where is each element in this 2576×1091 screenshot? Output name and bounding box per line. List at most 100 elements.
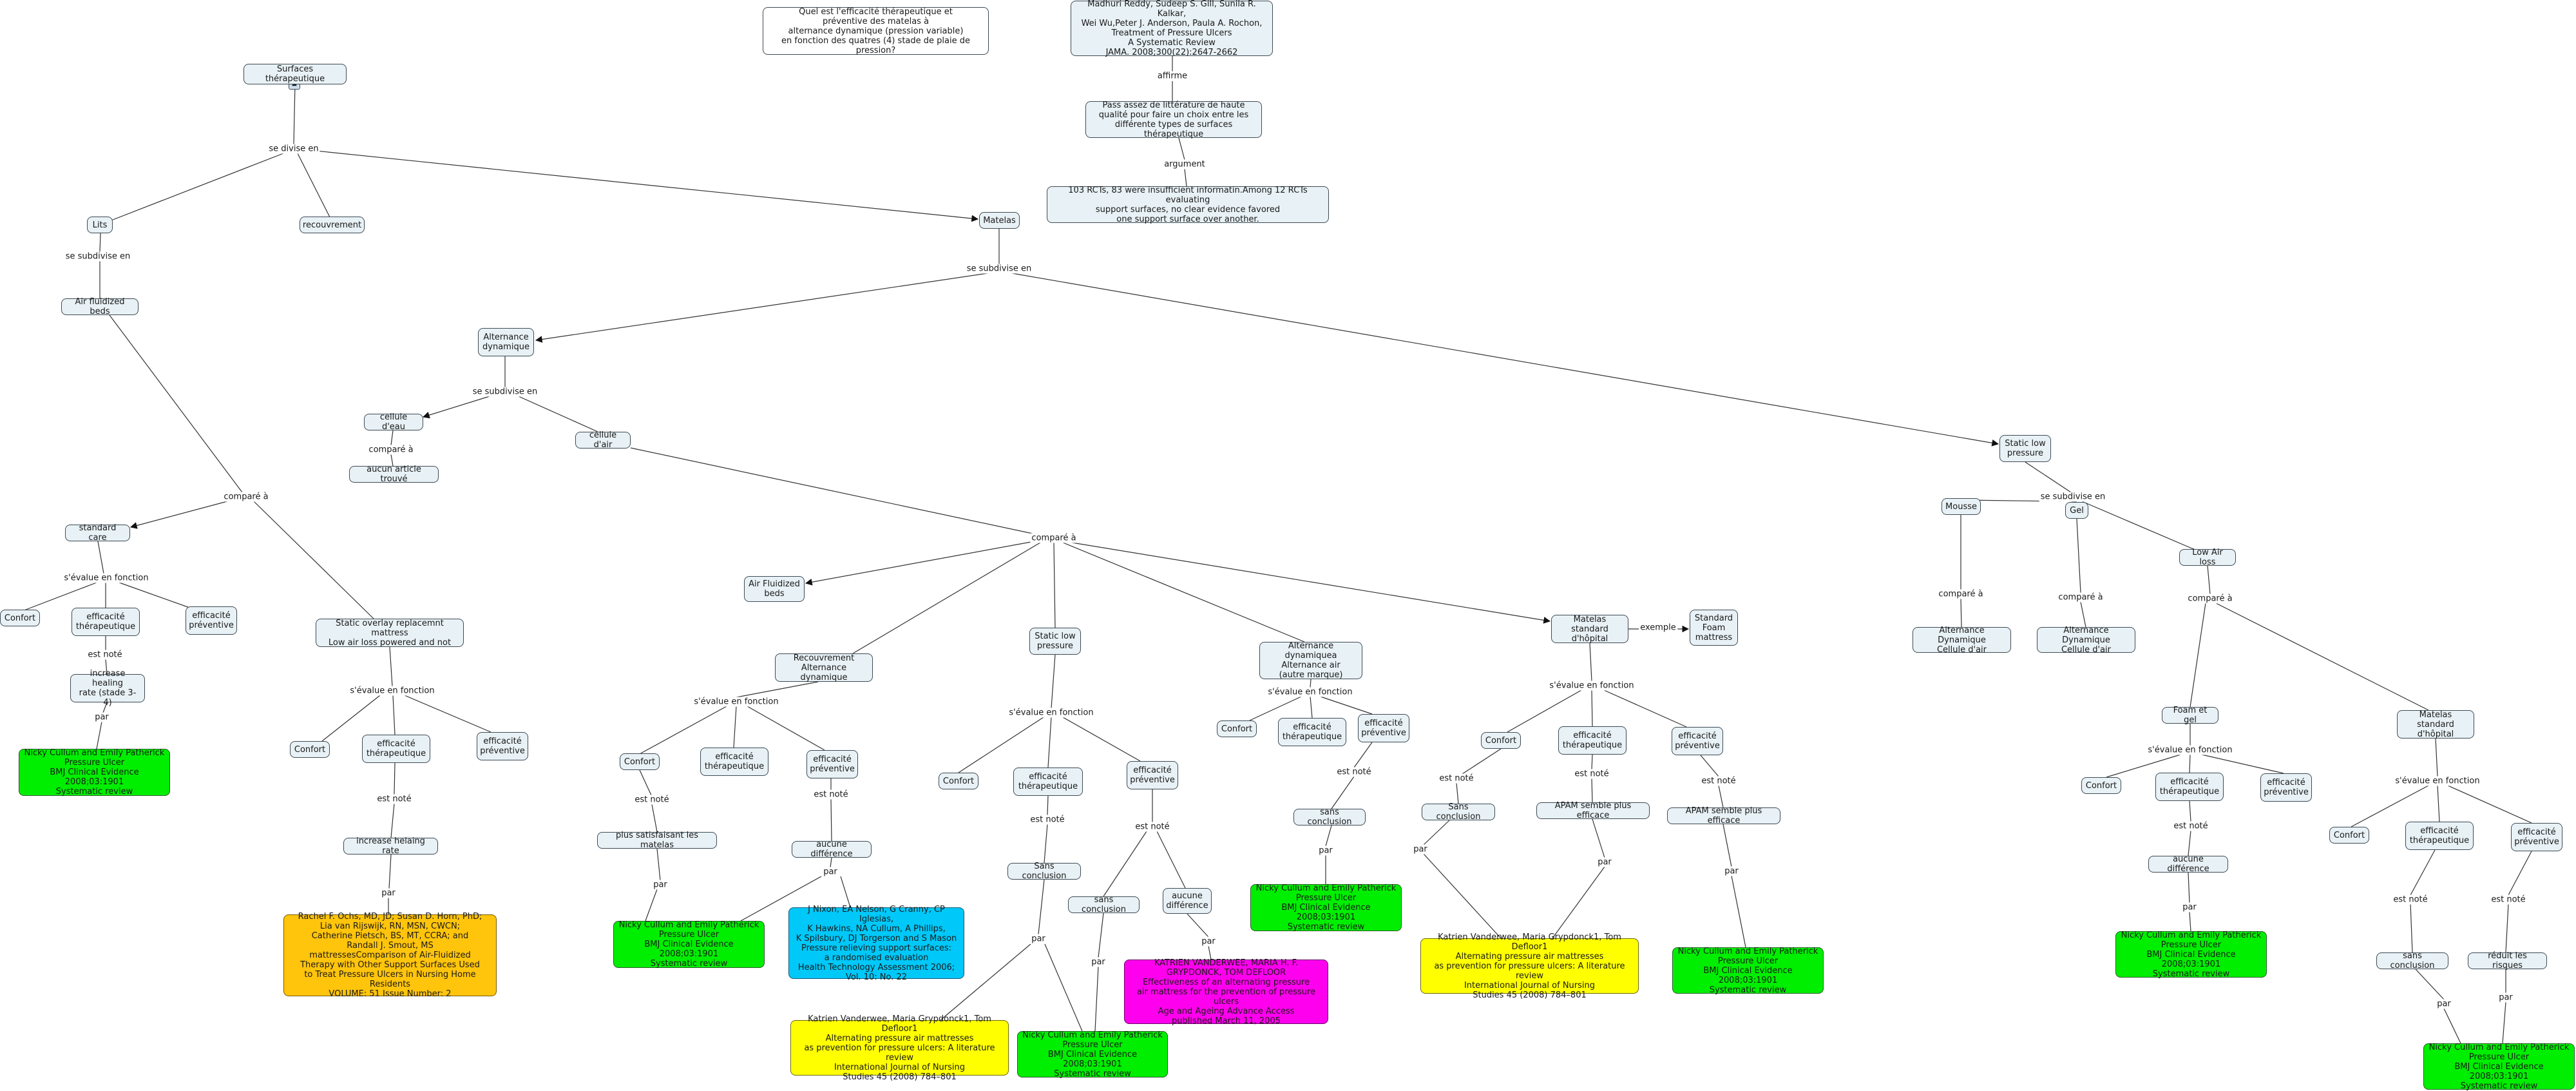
sl-efficacite-therapeutique-node[interactable]: efficacité thérapeutique — [1013, 768, 1083, 796]
cullum-reference-sc[interactable]: Nicky Cullum and Emily Patherick Pressur… — [19, 748, 170, 797]
connector-line — [1325, 825, 1332, 847]
foam-gel-node[interactable]: Foam et gel — [2162, 706, 2218, 725]
sans-conclusion-4-node[interactable]: Sans conclusion — [1422, 802, 1495, 822]
aucune-difference-2-node[interactable]: aucune différence — [1163, 888, 1212, 914]
connector-line — [1700, 755, 1719, 777]
aucune-difference-1-node[interactable]: aucune différence — [792, 840, 872, 859]
so-efficacite-therapeutique-node[interactable]: efficacité thérapeutique — [362, 735, 430, 763]
aa-efficacite-preventive-node[interactable]: efficacité préventive — [1358, 714, 1409, 742]
increase-healing-node[interactable]: increase healing rate (stade 3-4) — [70, 669, 145, 708]
so-increase-healing-node[interactable]: increase helaing rate — [343, 836, 438, 856]
sans-conclusion-3-node[interactable]: sans conclusion — [1293, 807, 1366, 827]
matelas-standard-node[interactable]: Matelas standard d'hôpital — [1551, 615, 1628, 644]
connector-line — [1718, 785, 1724, 808]
ochs-reference-node[interactable]: Rachel F. Ochs, MD, JD; Susan D. Horn, P… — [283, 912, 497, 999]
connector-line — [958, 717, 1044, 773]
nixon-reference-node[interactable]: J Nixon, EA Nelson, G Cranny, CP Iglesia… — [788, 905, 964, 982]
connector-line — [805, 541, 1035, 586]
low-air-loss-node[interactable]: Low Air loss — [2179, 548, 2236, 567]
cullum-reference-sl[interactable]: Nicky Cullum and Emily Patherick Pressur… — [1017, 1030, 1168, 1079]
sans-conclusion-1-node[interactable]: Sans conclusion — [1007, 862, 1081, 881]
reddy-reference-node[interactable]: Madhuri Reddy, Sudeep S. Gill, Sunila R.… — [1071, 0, 1273, 57]
sl-efficacite-preventive-node[interactable]: efficacité préventive — [1127, 761, 1178, 789]
plus-satisfaisant-node[interactable]: plus satisfaisant les matelas — [597, 831, 717, 850]
connector-line — [390, 803, 395, 838]
cullum-reference-ms2[interactable]: Nicky Cullum and Emily Patherick Pressur… — [2423, 1043, 2575, 1091]
matelas-standard-2-node[interactable]: Matelas standard d'hôpital — [2397, 710, 2474, 739]
matelas-node[interactable]: Matelas — [979, 212, 1020, 229]
ms-efficacite-preventive-node[interactable]: efficacité préventive — [1672, 727, 1723, 755]
alternance-cellule-air-2-node[interactable]: Alternance Dynamique Cellule d'air — [2037, 626, 2135, 655]
alternance-cellule-air-1-node[interactable]: Alternance Dynamique Cellule d'air — [1913, 626, 2011, 655]
sans-conclusion-5-node[interactable]: sans conclusion — [2376, 951, 2448, 970]
air-fluidized-beds-node[interactable]: Air fluidized beds — [61, 297, 138, 316]
static-low-pressure-mid-node[interactable]: Static low pressure — [1029, 628, 1081, 655]
aa-confort-node[interactable]: Confort — [1217, 720, 1257, 737]
link-label-par-sl3: par — [1200, 936, 1217, 947]
connector-line — [2188, 830, 2191, 856]
vanderwee-reference-magenta[interactable]: KATRIEN VANDERWEE, MARIA H. F. GRYPDONCK… — [1124, 958, 1328, 1026]
cullum-reference-ms[interactable]: Nicky Cullum and Emily Patherick Pressur… — [1672, 947, 1824, 995]
connector-line — [2415, 969, 2445, 1000]
static-low-pressure-right-node[interactable]: Static low pressure — [1999, 435, 2051, 462]
fg-confort-node[interactable]: Confort — [2081, 777, 2121, 794]
cellule-air-node[interactable]: cellule d'air — [575, 430, 631, 450]
lits-node[interactable]: Lits — [87, 217, 113, 233]
link-label-est-note-sl1: est noté — [1029, 815, 1066, 825]
cellule-eau-node[interactable]: cellule d'eau — [364, 412, 423, 432]
connector-line — [388, 854, 392, 889]
alternance-autre-marque-node[interactable]: Alternance dynamiquea Alternance air (au… — [1259, 641, 1362, 680]
cullum-reference-fg[interactable]: Nicky Cullum and Emily Patherick Pressur… — [2115, 931, 2267, 979]
cullum-reference-ra[interactable]: Nicky Cullum and Emily Patherick Pressur… — [613, 920, 765, 969]
reduit-risques-node[interactable]: réduit les risques — [2468, 951, 2547, 970]
so-confort-node[interactable]: Confort — [290, 741, 330, 758]
fg-efficacite-therapeutique-node[interactable]: efficacité thérapeutique — [2155, 773, 2224, 801]
ms2-efficacite-preventive-node[interactable]: efficacité préventive — [2511, 823, 2562, 851]
ms2-efficacite-therapeutique-node[interactable]: efficacité thérapeutique — [2405, 822, 2474, 850]
aucune-difference-3-node[interactable]: aucune différence — [2148, 854, 2228, 874]
connector-line — [2106, 754, 2181, 778]
rcts-node[interactable]: 103 RCTs, 83 were insufficient informati… — [1047, 186, 1329, 224]
so-efficacite-preventive-node[interactable]: efficacité préventive — [477, 732, 528, 760]
sc-efficacite-preventive-node[interactable]: efficacité préventive — [186, 606, 237, 635]
connector-line — [1456, 782, 1459, 804]
sl-confort-node[interactable]: Confort — [939, 773, 978, 789]
standard-care-node[interactable]: standard care — [65, 523, 130, 543]
connector-line — [630, 447, 1033, 534]
connector-line — [2190, 603, 2206, 708]
sc-confort-node[interactable]: Confort — [0, 610, 40, 626]
pas-assez-node[interactable]: Pass assez de littérature de haute quali… — [1085, 101, 1262, 139]
sans-conclusion-2-node[interactable]: sans conclusion — [1068, 895, 1140, 914]
ra-efficacite-preventive-node[interactable]: efficacité préventive — [806, 750, 858, 778]
standard-foam-node[interactable]: Standard Foam mattress — [1690, 610, 1738, 646]
aucun-article-node[interactable]: aucun article trouvé — [349, 465, 439, 484]
root-node[interactable]: Surfaces thérapeutique — [243, 64, 347, 84]
air-fluidized-beds-2-node[interactable]: Air Fluidized beds — [744, 576, 805, 602]
recouvrement-alternance-node[interactable]: Recouvrement Alternance dynamique — [775, 653, 873, 682]
apam-2-node[interactable]: APAM semble plus efficace — [1667, 806, 1780, 825]
vanderwee-reference-2[interactable]: Katrien Vanderwee, Maria Grypdonck1, Tom… — [1420, 932, 1639, 1000]
apam-1-node[interactable]: APAM semble plus efficace — [1536, 801, 1650, 820]
link-label-est-note-ms1: est noté — [1438, 773, 1475, 784]
ms-confort-node[interactable]: Confort — [1481, 732, 1521, 749]
ra-efficacite-therapeutique-node[interactable]: efficacité thérapeutique — [700, 748, 768, 776]
ms-efficacite-therapeutique-node[interactable]: efficacité thérapeutique — [1558, 726, 1627, 755]
cullum-reference-aa[interactable]: Nicky Cullum and Emily Patherick Pressur… — [1250, 883, 1402, 932]
vanderwee-reference-1[interactable]: Katrien Vanderwee, Maria Grypdonck1, Tom… — [790, 1014, 1009, 1082]
sc-efficacite-therapeutique-node[interactable]: efficacité thérapeutique — [72, 608, 140, 636]
link-label-est-note-fg: est noté — [2172, 821, 2209, 831]
alternance-dynamique-node[interactable]: Alternance dynamique — [478, 328, 534, 356]
aa-efficacite-therapeutique-node[interactable]: efficacité thérapeutique — [1278, 718, 1346, 746]
recouvrement-node[interactable]: recouvrement — [300, 217, 365, 233]
ra-confort-node[interactable]: Confort — [620, 753, 660, 770]
mousse-node[interactable]: Mousse — [1942, 498, 1981, 515]
link-label-compare-a-air: comparé à — [222, 492, 270, 502]
connector-line — [1094, 966, 1099, 1032]
ms2-confort-node[interactable]: Confort — [2329, 827, 2369, 844]
fg-efficacite-preventive-node[interactable]: efficacité préventive — [2260, 773, 2312, 802]
gel-node[interactable]: Gel — [2065, 502, 2088, 519]
question-node[interactable]: Quel est l'efficacité thérapeutique et p… — [763, 7, 989, 55]
connector-line — [1044, 824, 1048, 864]
static-overlay-node[interactable]: Static overlay replacemnt mattress Low a… — [316, 619, 464, 648]
connector-line — [389, 646, 393, 687]
